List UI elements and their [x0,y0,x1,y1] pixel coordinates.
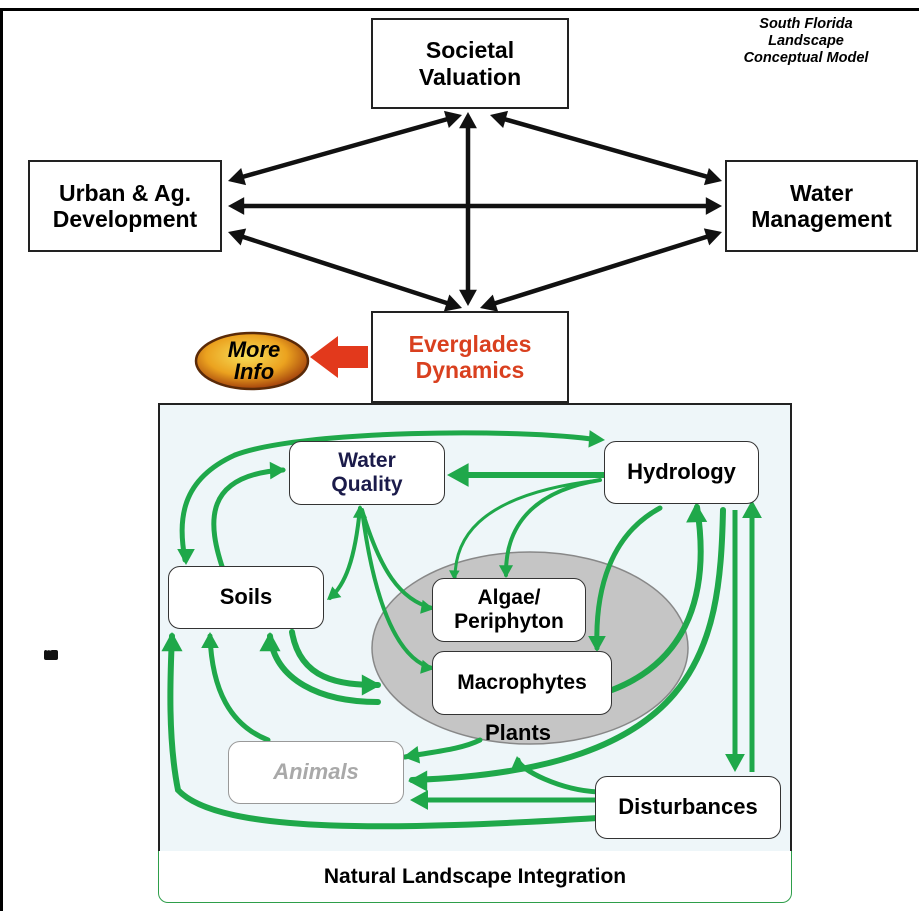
disturbances-label: Disturbances [618,794,758,820]
water-management-label: Water Management [751,179,892,232]
urban-ag-development-label: Urban & Ag. Development [52,179,198,232]
animals-box[interactable]: Animals [228,741,404,804]
outer-border-top [0,8,919,11]
panel-footer-label: Natural Landscape Integration [323,864,627,888]
water-quality-label: Water Quality [331,449,403,496]
more-info-button[interactable]: More Info [194,330,314,392]
plants-label: Plants [484,720,552,745]
disturbances-box[interactable]: Disturbances [595,776,781,839]
macrophytes-box[interactable]: Macrophytes [432,651,612,715]
hydrology-label: Hydrology [627,459,736,485]
soils-label: Soils [219,584,273,610]
everglades-dynamics-label: Everglades Dynamics [408,330,532,383]
algae-periphyton-box[interactable]: Algae/ Periphyton [432,578,586,642]
societal-valuation-label: Societal Valuation [418,37,522,90]
more-info-ellipse [194,331,310,391]
hydrology-box[interactable]: Hydrology [604,441,759,504]
animals-label: Animals [273,759,359,785]
water-quality-box[interactable]: Water Quality [289,441,445,505]
more-info-label: More Info [227,337,281,384]
small-screen-icon [44,645,58,660]
urban-ag-development-box[interactable]: Urban & Ag. Development [28,160,222,252]
water-management-box[interactable]: Water Management [725,160,918,252]
header-note: South Florida Landscape Conceptual Model [743,16,869,67]
panel-footer: Natural Landscape Integration [158,851,792,903]
everglades-dynamics-box[interactable]: Everglades Dynamics [371,311,569,403]
macrophytes-label: Macrophytes [457,671,587,695]
outer-border-left [0,8,3,911]
algae-periphyton-label: Algae/ Periphyton [454,586,564,633]
soils-box[interactable]: Soils [168,566,324,629]
societal-valuation-box[interactable]: Societal Valuation [371,18,569,109]
